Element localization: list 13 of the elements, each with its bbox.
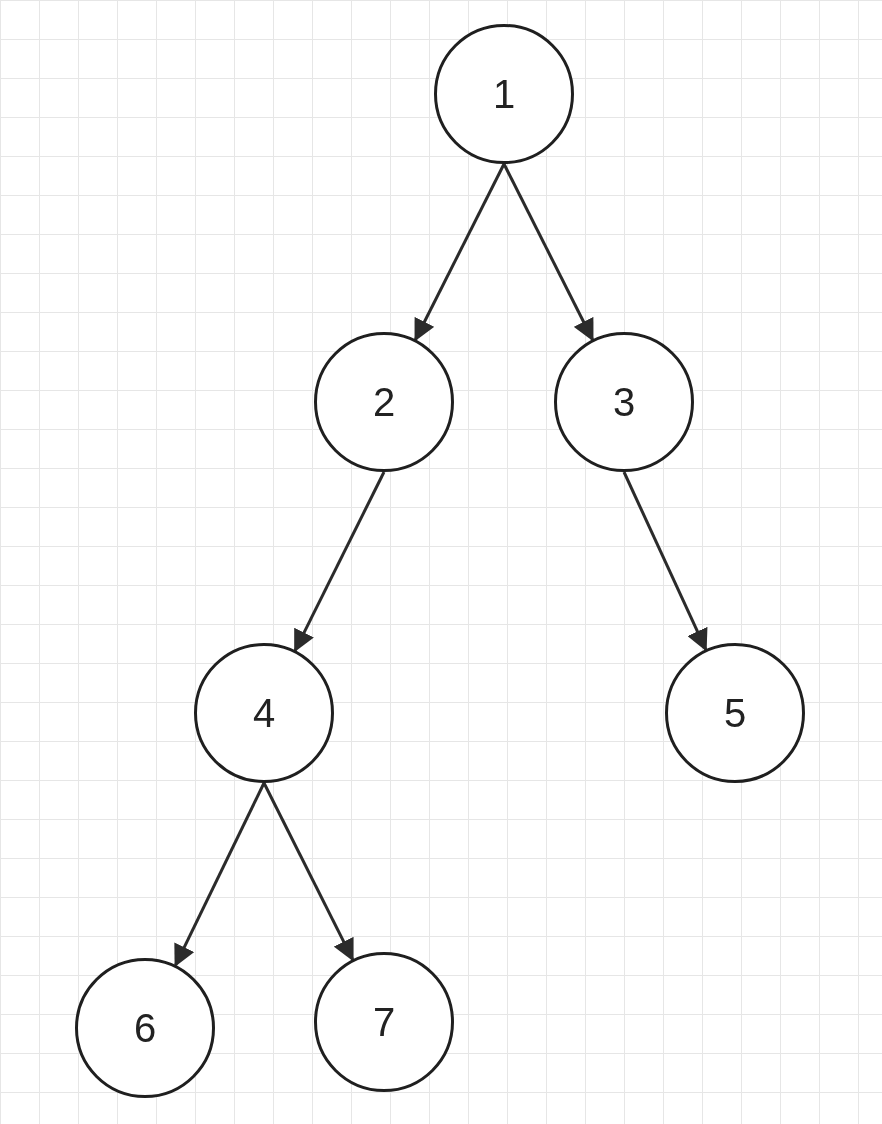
node-label: 7 — [372, 1002, 396, 1042]
node-label: 3 — [612, 382, 636, 422]
arrow — [502, 163, 594, 342]
arrow — [414, 163, 506, 342]
arrow — [174, 782, 266, 967]
node-label: 2 — [372, 382, 396, 422]
node-label: 6 — [133, 1008, 157, 1048]
node-label: 4 — [252, 693, 276, 733]
arrow — [262, 782, 354, 962]
arrow — [293, 471, 386, 653]
node-label: 5 — [723, 693, 747, 733]
arrow — [622, 471, 708, 652]
node-label: 1 — [492, 74, 516, 114]
